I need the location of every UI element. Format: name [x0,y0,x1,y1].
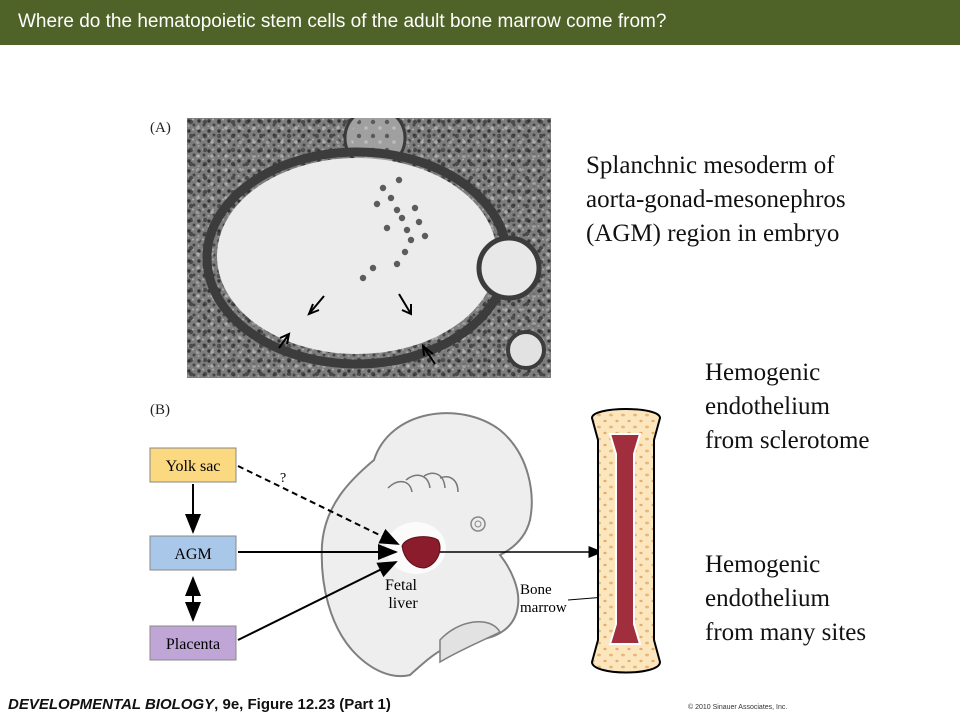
placenta-label: Placenta [166,636,220,653]
placenta-to-liver-arrow [237,561,398,641]
yolk-sac-label: Yolk sac [166,458,221,475]
agm-micrograph [187,118,551,378]
sclerotome-description: Hemogenic endothelium from sclerotome [705,359,870,454]
panel-a-label: (A) [150,120,171,136]
many-sites-description: Hemogenic endothelium from many sites [705,551,867,646]
hsc-origin-diagram: Yolk sac AGM Placenta ? Fetal liver Bone… [149,408,662,678]
marrow-cavity [608,433,642,645]
yolk-sac-box [149,447,237,483]
question-mark: ? [280,471,286,486]
bone-marrow-label: Bone marrow [520,582,567,616]
footer-figure-ref: , 9e, Figure 12.23 (Part 1) [214,696,391,713]
panel-b-label: (B) [150,402,170,418]
agm-description: Splanchnic mesoderm of aorta-gonad-meson… [586,152,846,247]
title-bar: Where do the hematopoietic stem cells of… [0,0,960,45]
footer-citation: DEVELOPMENTAL BIOLOGY, 9e, Figure 12.23 … [8,696,391,713]
fetal-liver-shape [401,536,441,569]
footer-copyright: © 2010 Sinauer Associates, Inc. [688,704,788,711]
fetal-liver-label: Fetal liver [385,577,421,612]
footer-book-title: DEVELOPMENTAL BIOLOGY [8,696,215,713]
placenta-box [149,625,237,661]
agm-label: AGM [174,546,211,563]
slide-title: Where do the hematopoietic stem cells of… [18,11,667,32]
agm-box [149,535,237,571]
